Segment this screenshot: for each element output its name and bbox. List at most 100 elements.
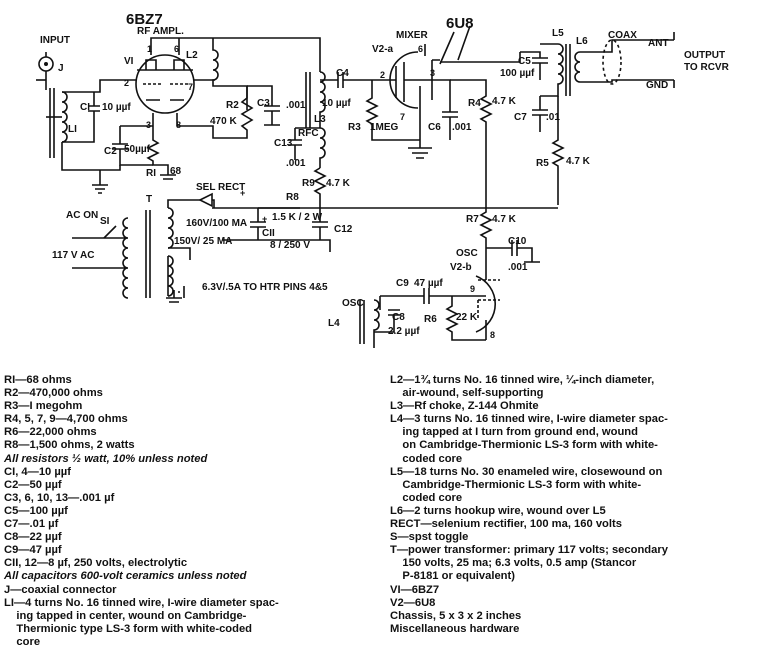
parts-list-item: S—spst toggle xyxy=(390,531,469,544)
label-r1-val: 68 xyxy=(170,166,182,177)
label-mixer: MIXER xyxy=(396,30,428,41)
l5-coil xyxy=(540,43,564,97)
pin-label: 7 xyxy=(400,112,405,122)
v1-envelope xyxy=(135,54,195,114)
label-6bz7: 6BZ7 xyxy=(126,11,163,28)
label-c1: CI xyxy=(80,102,90,113)
label-output-1: OUTPUT xyxy=(684,50,725,61)
label-c9: C9 xyxy=(396,278,409,289)
l2-coil xyxy=(212,38,248,110)
label-c7: C7 xyxy=(514,112,527,123)
parts-list-item: L5—18 turns No. 30 enameled wire, closew… xyxy=(390,465,663,478)
parts-list-item: L6—2 turns hookup wire, wound over L5 xyxy=(390,504,606,517)
label-v1: VI xyxy=(124,56,134,67)
label-c13: C13 xyxy=(274,138,293,149)
label-c6: C6 xyxy=(428,122,441,133)
label-osc-l4: OSC xyxy=(342,298,364,309)
parts-list-item: C9—47 µµf xyxy=(4,544,62,557)
label-c8: C8 xyxy=(392,312,405,323)
s1-switch xyxy=(103,225,117,239)
pin-label: 8 xyxy=(176,120,181,130)
label-c4-val: 10 µµf xyxy=(322,98,351,109)
label-r7-val: 4.7 K xyxy=(492,214,517,225)
label-gnd: GND xyxy=(646,80,668,91)
parts-list-item: Thermionic type LS-3 form with white-cod… xyxy=(4,622,253,635)
transformer-primary xyxy=(120,217,129,299)
parts-list-item: L4—3 turns No. 16 tinned wire, I-wire di… xyxy=(390,413,668,426)
r2-resistor xyxy=(177,86,254,139)
l4-coil xyxy=(359,299,380,348)
label-c6-val: .001 xyxy=(452,122,472,133)
c11-capacitor xyxy=(250,208,266,240)
label-j: J xyxy=(58,63,64,74)
r6-resistor xyxy=(445,296,486,341)
parts-list-item: R8—1,500 ohms, 2 watts xyxy=(4,439,135,452)
label-c7-val: .01 xyxy=(546,112,560,123)
label-r6-val: 22 K xyxy=(456,312,478,323)
label-c10-val: .001 xyxy=(508,262,528,273)
label-l1: LI xyxy=(68,124,77,135)
parts-list-item: C7—.01 µf xyxy=(4,518,59,531)
c9-capacitor xyxy=(380,288,486,304)
label-r4-val: 4.7 K xyxy=(492,96,517,107)
label-r5-val: 4.7 K xyxy=(566,156,591,167)
pin-label: 9 xyxy=(470,284,475,294)
label-l4: L4 xyxy=(328,318,340,329)
label-r7: R7 xyxy=(466,214,479,225)
label-l6: L6 xyxy=(576,36,588,47)
parts-list-item: C8—22 µµf xyxy=(4,531,62,544)
c3-capacitor xyxy=(247,85,280,126)
v2b-osc-tube xyxy=(475,268,500,340)
v1-tube xyxy=(105,37,215,126)
r3-resistor xyxy=(365,80,420,141)
parts-list-item: L2—1¾ turns No. 16 tinned wire, ¼-inch d… xyxy=(390,374,655,386)
parts-list-item: R2—470,000 ohms xyxy=(4,387,103,400)
label-ant: ANT xyxy=(648,38,669,49)
parts-list-item: L3—Rf choke, Z-144 Ohmite xyxy=(390,400,539,413)
pin-label: 1 xyxy=(147,44,152,54)
parts-list-item: air-wound, self-supporting xyxy=(390,387,544,400)
label-r8-val: 1.5 K / 2 W xyxy=(272,212,323,223)
coax-cable xyxy=(580,39,660,83)
label-input: INPUT xyxy=(40,35,70,46)
label-output-2: TO RCVR xyxy=(684,62,730,73)
label-r3-val: 1MEG xyxy=(370,122,399,133)
pin-label: 3 xyxy=(146,120,151,130)
parts-list-item: P-8181 or equivalent) xyxy=(390,570,515,583)
label-s1: SI xyxy=(100,216,110,227)
label-t: T xyxy=(146,194,152,205)
label-c10: C10 xyxy=(508,236,527,247)
pin-label: 7 xyxy=(188,82,193,92)
pin-label: 2 xyxy=(380,70,385,80)
parts-list-item: Chassis, 5 x 3 x 2 inches xyxy=(390,609,522,622)
label-r2-val: 470 K xyxy=(210,116,237,127)
label-c1-val: 10 µµf xyxy=(102,102,131,113)
label-c3: C3 xyxy=(257,98,270,109)
label-sel-rect: SEL RECT xyxy=(196,182,245,193)
selenium-rectifier xyxy=(198,192,215,208)
label-c3-val: .001 xyxy=(286,100,306,111)
label-r4: R4 xyxy=(468,98,481,109)
parts-list-item: C2—50 µµf xyxy=(4,478,62,491)
pin-label: 6 xyxy=(174,44,179,54)
parts-list-item: VI—6BZ7 xyxy=(390,583,440,596)
label-l3: L3 xyxy=(314,114,326,125)
r4-resistor xyxy=(450,79,493,205)
pin-label: 8 xyxy=(490,330,495,340)
parts-list-item: CI, 4—10 µµf xyxy=(4,465,71,478)
pin-label: + xyxy=(240,188,245,198)
parts-list-item: coded core xyxy=(390,452,463,465)
label-r2: R2 xyxy=(226,100,239,111)
label-l5: L5 xyxy=(552,28,564,39)
label-coax: COAX xyxy=(608,30,637,41)
parts-list-item: All capacitors 600-volt ceramics unless … xyxy=(4,570,247,583)
input-section xyxy=(36,52,108,194)
label-c13-val: .001 xyxy=(286,158,306,169)
label-117vac: 117 V AC xyxy=(52,250,94,261)
label-c11-val: 8 / 250 V xyxy=(270,240,310,251)
label-c11: CII xyxy=(262,228,275,239)
parts-list-item: Miscellaneous hardware xyxy=(390,622,520,635)
label-6u8: 6U8 xyxy=(446,15,474,32)
label-rfc: RFC xyxy=(298,128,319,139)
